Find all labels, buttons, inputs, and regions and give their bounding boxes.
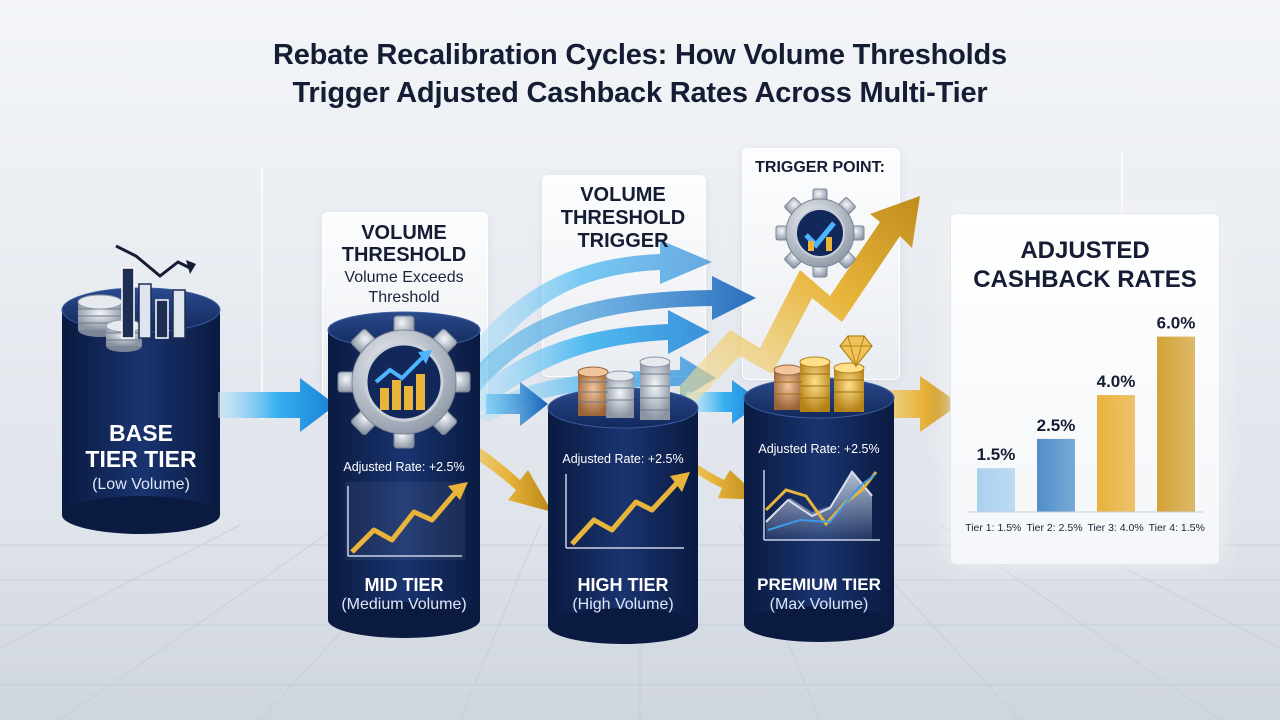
mid-tier-label: Mid Tier (Medium Volume) [328, 574, 480, 614]
page-title: Rebate Recalibration Cycles: How Volume … [0, 36, 1280, 112]
high-tier-name: High Tier [577, 575, 669, 595]
mid-mini-chart [345, 482, 468, 560]
trigger-gear-icon [775, 188, 865, 278]
premium-mini-chart [763, 470, 880, 541]
high-tier-volume: (High Volume) [572, 596, 674, 613]
gold-coin-stack-icon [773, 356, 865, 412]
cashback-bar-label-2: 2.5% [1037, 416, 1076, 435]
threshold-heading-line-1: Volume [361, 222, 447, 244]
threshold-subtext-line-1: Volume Exceeds [344, 269, 464, 286]
tier-rates-footer: Tier 1: 1.5% Tier 2: 2.5% Tier 3: 4.0% T… [951, 522, 1219, 534]
bar-chart-icon [115, 244, 196, 339]
gear-icon [337, 315, 471, 449]
cashback-bar-2 [1037, 438, 1075, 512]
footer-tier-3: Tier 3: 4.0% [1087, 522, 1144, 534]
arrow-high-to-premium [686, 380, 762, 424]
trigger-heading-line-3: Trigger [577, 230, 669, 252]
base-tier-name-line-1: Base [109, 420, 173, 446]
base-tier-volume: (Low Volume) [92, 476, 190, 493]
rates-title-line-2: Cashback Rates [973, 266, 1197, 293]
footer-tier-1: Tier 1: 1.5% [965, 522, 1022, 534]
high-coin-stack-icon [577, 356, 671, 420]
cashback-bar-1 [977, 468, 1015, 512]
arrow-mid-to-high [486, 382, 548, 426]
cashback-bar-label-4: 6.0% [1157, 314, 1196, 333]
trigger-heading-line-1: Volume [580, 184, 666, 206]
premium-tier-volume: (Max Volume) [769, 596, 869, 613]
base-tier-name-line-2: Tier Tier [85, 446, 197, 472]
footer-tier-4: Tier 4: 1.5% [1148, 522, 1205, 534]
high-tier-label: High Tier (High Volume) [548, 574, 698, 614]
threshold-heading: Volume Threshold [322, 222, 486, 266]
cashback-bar-label-1: 1.5% [977, 445, 1016, 464]
cashback-bar-chart: 1.5% 2.5% 4.0% 6.0% [967, 314, 1203, 513]
trigger-heading-line-2: Threshold [560, 207, 686, 229]
mid-tier-rate: Adjusted Rate: +2.5% [343, 460, 465, 474]
backdrop-lines [261, 150, 1123, 420]
title-line-2: Trigger Adjusted Cashback Rates Across M… [292, 77, 988, 109]
rates-panel-title: Adjusted Cashback Rates [951, 236, 1219, 294]
cashback-rates-panel: Adjusted Cashback Rates 1.5% 2.5% 4.0% 6.0%… [950, 213, 1220, 565]
title-line-1: Rebate Recalibration Cycles: How Volume … [273, 39, 1007, 71]
trigger-heading: Volume Threshold Trigger [542, 184, 704, 253]
trigger-point-heading: Trigger Point: [755, 159, 885, 176]
cashback-bar-3 [1097, 395, 1135, 512]
cashback-bar-label-3: 4.0% [1097, 372, 1136, 391]
footer-tier-2: Tier 2: 2.5% [1026, 522, 1083, 534]
premium-tier-rate: Adjusted Rate: +2.5% [758, 442, 880, 456]
cashback-bar-4 [1157, 336, 1195, 512]
rates-title-line-1: Adjusted [1020, 237, 1150, 264]
mid-tier-name: Mid Tier [364, 575, 444, 595]
high-mini-chart [565, 472, 690, 549]
premium-tier-label: Premium Tier (Max Volume) [744, 574, 894, 614]
premium-tier-name: Premium Tier [757, 575, 881, 594]
threshold-subtext-line-2: Threshold [368, 289, 440, 306]
mid-tier-volume: (Medium Volume) [341, 596, 467, 613]
base-tier-label: Base Tier Tier (Low Volume) [62, 420, 220, 494]
diamond-icon [839, 335, 873, 368]
arrow-base-to-mid [218, 378, 336, 432]
high-tier-rate: Adjusted Rate: +2.5% [562, 452, 684, 466]
threshold-subtext: Volume Exceeds Threshold [322, 268, 486, 308]
threshold-heading-line-2: Threshold [341, 244, 467, 266]
